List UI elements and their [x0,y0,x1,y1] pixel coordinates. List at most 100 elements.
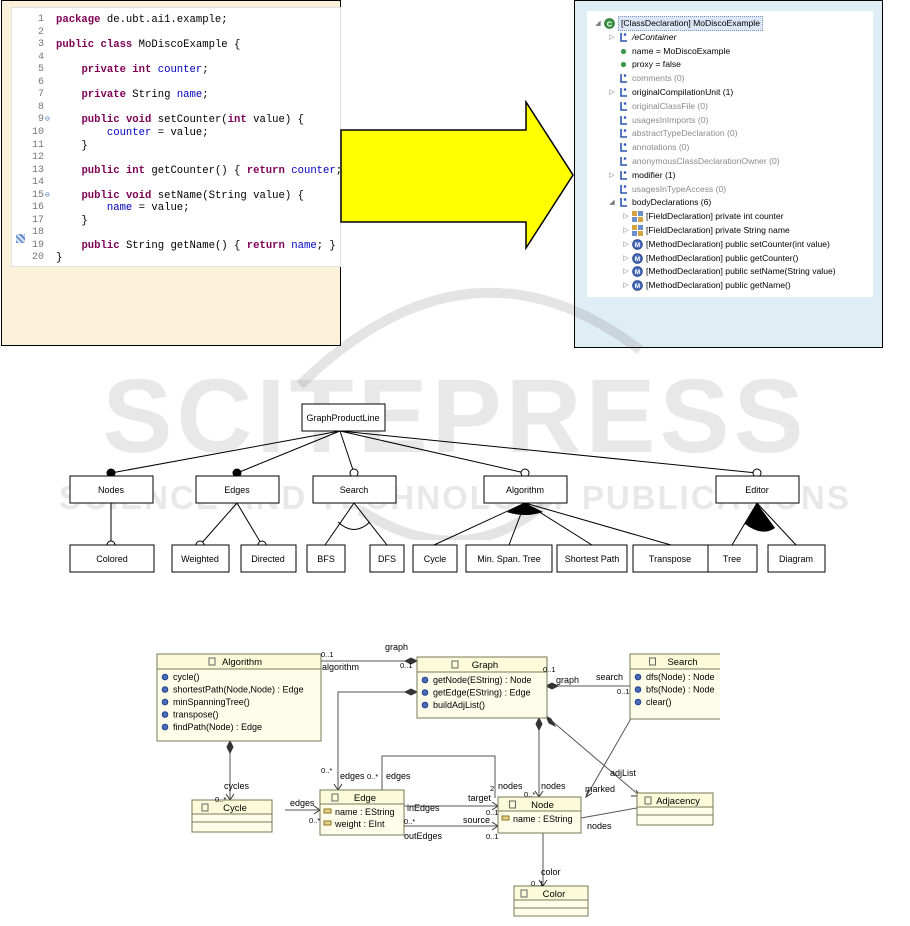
reference-icon [617,73,629,85]
line-number: 1 [37,14,44,25]
composition-diamond-icon [544,682,560,690]
code-line[interactable]: 14 [12,177,340,189]
expand-toggle-icon[interactable]: ▷ [623,282,629,290]
uml-class-name: Adjacency [656,796,700,807]
class-icon [451,660,459,669]
tree-node[interactable]: ◢C[ClassDeclaration] MoDiscoExample [593,16,763,31]
svg-text:M: M [634,283,639,290]
tree-node[interactable]: ▷/eContainer [607,31,676,44]
tree-node[interactable]: ▷M[MethodDeclaration] public getName() [621,279,791,292]
tree-node[interactable]: originalClassFile (0) [607,100,708,113]
code-line[interactable]: 7 private String name; [12,89,340,101]
code-line[interactable]: 10 counter = value; [12,127,340,139]
expand-toggle-icon[interactable]: ▷ [609,171,615,179]
line-number: 10 [31,126,44,138]
tree-node[interactable]: ▷[FieldDeclaration] private String name [621,224,790,237]
tree-node[interactable]: comments (0) [607,72,685,85]
expand-toggle-icon[interactable]: ◢ [609,199,615,207]
expand-toggle-icon[interactable]: ▷ [609,89,615,96]
tree-node[interactable]: abstractTypeDeclaration (0) [607,127,738,140]
expand-toggle-icon[interactable]: ▷ [623,268,629,276]
expand-toggle-icon[interactable]: ▷ [623,213,629,221]
feature-directed: Directed [251,554,285,564]
tree-node[interactable]: proxy = false [607,58,681,71]
code-line[interactable]: 6 [12,77,340,89]
tree-node[interactable]: usagesInTypeAccess (0) [607,183,726,196]
uml-class-adjacency[interactable]: Adjacency [636,792,714,826]
line-number: 12 [31,152,44,164]
expand-toggle-icon[interactable]: ▷ [609,33,615,41]
code-text: public void setCounter(int value) { [81,114,304,127]
transformation-arrow-icon [340,100,574,250]
tree-node-label: annotations (0) [632,142,690,153]
uml-attribute: name : EString [513,814,573,824]
composition-diamond-icon [544,714,557,728]
expand-toggle-icon[interactable]: ▷ [623,240,629,248]
feature-transpose: Transpose [649,554,691,564]
bookmark-marker-icon[interactable] [16,234,25,243]
multiplicity-label: 0..1 [486,808,499,817]
tree-node[interactable]: name = MoDiscoExample [607,45,730,58]
uml-class-color[interactable]: Color [513,885,589,917]
assoc-label-out-edges: outEdges [404,831,443,841]
code-line[interactable]: 2 [12,27,340,39]
assoc-label-search: search [596,672,623,682]
tree-node[interactable]: ▷M[MethodDeclaration] public setCounter(… [621,238,830,251]
code-line[interactable]: 20} [12,252,340,264]
code-line[interactable]: 11 } [12,140,340,152]
expand-toggle-icon[interactable]: ▷ [623,254,629,262]
method-declaration-icon: M [631,266,643,278]
operation-icon [421,689,429,696]
multiplicity-label: 0..* [524,790,535,799]
uml-operation: clear() [646,697,672,707]
operation-icon [161,698,169,706]
uml-class-algorithm[interactable]: Algorithmcycle()shortestPath(Node,Node) … [156,653,322,742]
tree-node[interactable]: usagesInImports (0) [607,114,708,127]
tree-node[interactable]: ◢bodyDeclarations (6) [607,196,711,209]
tree-node-label: comments (0) [632,73,685,84]
code-line[interactable]: 19 public String getName() { return name… [12,240,340,252]
assoc-label-nodes: nodes [498,781,523,791]
fold-toggle-icon[interactable]: ⊖ [45,190,50,200]
code-line[interactable]: 8 [12,102,340,114]
expand-toggle-icon[interactable]: ◢ [595,20,601,27]
uml-class-cycle[interactable]: Cycle [191,799,273,833]
tree-node[interactable]: ▷[FieldDeclaration] private int counter [621,210,784,223]
tree-node[interactable]: ▷ modifier (1) [607,169,675,182]
code-line[interactable]: 16 name = value; [12,202,340,214]
reference-icon [617,31,629,43]
code-line[interactable]: 15⊖ public void setName(String value) { [12,190,340,202]
code-line[interactable]: 12 [12,152,340,164]
tree-node[interactable]: ▷originalCompilationUnit (1) [607,86,733,99]
tree-node[interactable]: annotations (0) [607,141,689,154]
code-line[interactable]: 4 [12,52,340,64]
reference-icon [617,100,629,112]
code-line[interactable]: 13 public int getCounter() { return coun… [12,165,355,177]
line-number: 5 [37,64,44,76]
code-line[interactable]: 9⊖ public void setCounter(int value) { [12,114,340,126]
expand-toggle-icon[interactable]: ▷ [623,227,629,234]
uml-operation: buildAdjList() [433,700,485,710]
tree-node[interactable]: ▷M[MethodDeclaration] public setName(Str… [621,265,836,278]
code-line[interactable]: 18 [12,227,340,239]
tree-node[interactable]: ▷M[MethodDeclaration] public getCounter(… [621,252,798,265]
tree-node[interactable]: anonymousClassDeclarationOwner (0) [607,155,780,168]
tree-node-label: modifier (1) [632,169,676,180]
multiplicity-label: 0..1 [486,832,499,841]
model-tree[interactable]: ◢C[ClassDeclaration] MoDiscoExample▷/eCo… [587,11,873,297]
code-line[interactable]: 5 private int counter; [12,64,340,76]
feature-search: Search [340,485,369,495]
reference-icon [617,128,629,140]
code-line[interactable]: 17 } [12,215,340,227]
uml-operation: shortestPath(Node,Node) : Edge [173,685,304,695]
multiplicity-label: 0..* [215,795,226,804]
fold-toggle-icon[interactable]: ⊖ [45,115,50,125]
composition-diamond-icon [403,688,419,696]
